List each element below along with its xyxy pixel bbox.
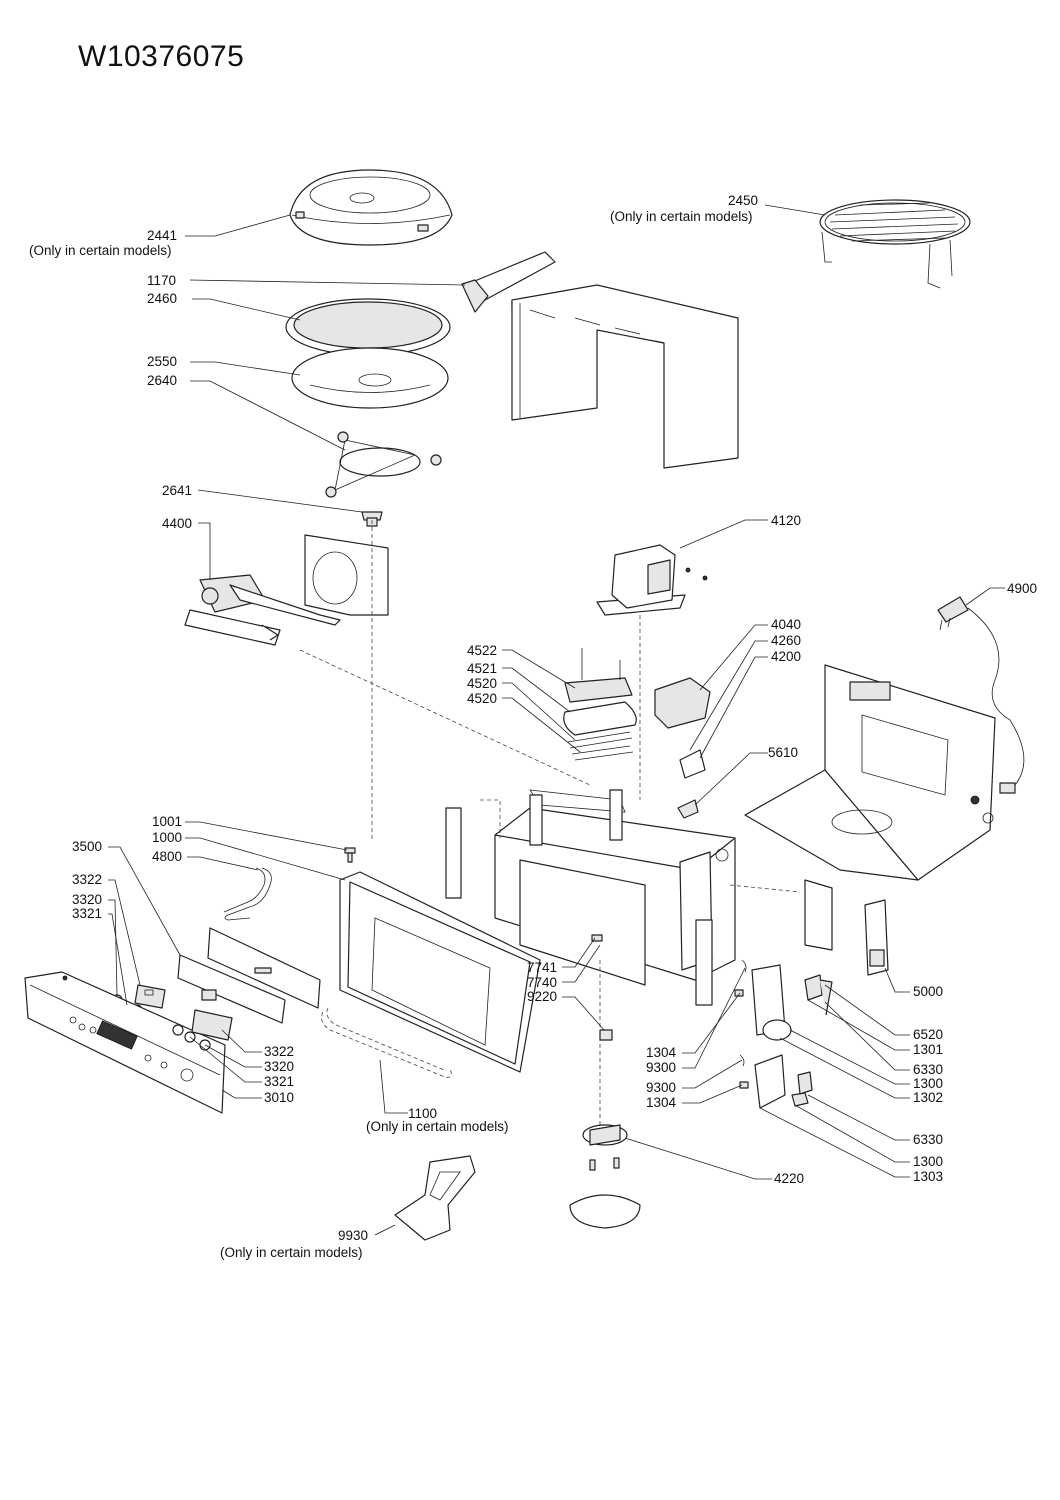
- callout-9300-b: 9300: [646, 1080, 676, 1095]
- part-1303-switch-bracket: [754, 1054, 813, 1109]
- callout-3010: 3010: [264, 1090, 294, 1105]
- part-1001-screw: [344, 847, 356, 863]
- part-2550-turntable: [291, 347, 449, 409]
- callout-9300-a: 9300: [646, 1060, 676, 1075]
- callout-4260: 4260: [771, 633, 801, 648]
- callout-2550: 2550: [147, 354, 177, 369]
- callout-4220: 4220: [774, 1171, 804, 1186]
- callout-labels: 2441 (Only in certain models) 2450 (Only…: [29, 193, 1037, 1260]
- part-5000-control-board: [804, 879, 889, 976]
- callout-4400: 4400: [162, 516, 192, 531]
- callout-2450-note: (Only in certain models): [610, 209, 753, 224]
- part-4220-turntable-motor: [569, 1124, 641, 1229]
- callout-4040: 4040: [771, 617, 801, 632]
- callout-6330-b: 6330: [913, 1132, 943, 1147]
- part-2460-crisp-plate: [285, 298, 451, 356]
- part-2640-roller-ring: [325, 431, 442, 498]
- callout-1100-note: (Only in certain models): [366, 1119, 509, 1134]
- callout-3320-bottom: 3320: [264, 1059, 294, 1074]
- part-5610-thermal-cutoff: [677, 799, 699, 819]
- callout-1100: 1100: [408, 1106, 437, 1121]
- callout-7740: 7740: [527, 975, 557, 990]
- part-back-panel: [744, 664, 996, 881]
- part-4900-power-cord: [937, 596, 1025, 794]
- callout-1301: 1301: [913, 1042, 943, 1057]
- callout-1302: 1302: [913, 1090, 943, 1105]
- callout-3500: 3500: [72, 839, 102, 854]
- part-4800-gasket: [223, 867, 272, 921]
- assembly-guides: [299, 520, 801, 1125]
- part-3322-switch-top: [134, 984, 166, 1009]
- part-3010-front-panel: [24, 971, 226, 1114]
- callout-4521: 4521: [467, 661, 497, 676]
- part-main-cavity: [445, 789, 736, 1006]
- callout-4120: 4120: [771, 513, 801, 528]
- part-4120-transformer: [596, 544, 708, 616]
- part-2450-grill-rack: [819, 199, 971, 289]
- callout-2640: 2640: [147, 373, 177, 388]
- callout-2441: 2441: [147, 228, 177, 243]
- part-4400-fan-motor-assembly: [184, 534, 389, 646]
- callout-3322-top: 3322: [72, 872, 102, 887]
- callout-3321-bottom: 3321: [264, 1074, 294, 1089]
- part-9300-spring: [734, 959, 749, 1089]
- callout-9930-note: (Only in certain models): [220, 1245, 363, 1260]
- callout-5610: 5610: [768, 745, 798, 760]
- callout-2450: 2450: [728, 193, 758, 208]
- callout-4900: 4900: [1007, 581, 1037, 596]
- part-4520-heater-group: [563, 648, 637, 761]
- callout-4520-a: 4520: [467, 676, 497, 691]
- part-7740-lamp: [591, 934, 613, 1041]
- part-2441-dome-cover: [289, 169, 453, 246]
- callout-1300-a: 1300: [913, 1076, 943, 1091]
- callout-1304-a: 1304: [646, 1045, 677, 1060]
- part-4040-capacitor: [654, 677, 711, 779]
- document-title: W10376075: [78, 40, 245, 73]
- part-1170-handle: [461, 251, 556, 313]
- callout-3321-top: 3321: [72, 906, 102, 921]
- callout-1304-b: 1304: [646, 1095, 677, 1110]
- part-1301-switch-bracket: [751, 964, 833, 1041]
- part-1100-door-rail: [321, 1007, 452, 1078]
- leader-lines: [108, 204, 1005, 1236]
- callout-6520: 6520: [913, 1027, 943, 1042]
- callout-1001: 1001: [152, 814, 182, 829]
- callout-1170: 1170: [147, 273, 176, 288]
- callout-2441-note: (Only in certain models): [29, 243, 172, 258]
- part-3500-control-board: [177, 927, 321, 1024]
- callout-4200: 4200: [771, 649, 801, 664]
- callout-9930: 9930: [338, 1228, 368, 1243]
- callout-1000: 1000: [152, 830, 182, 845]
- part-9930-rack-support: [394, 1155, 476, 1241]
- callout-1303: 1303: [913, 1169, 943, 1184]
- callout-4800: 4800: [152, 849, 182, 864]
- callout-2460: 2460: [147, 291, 177, 306]
- callout-9220: 9220: [527, 989, 557, 1004]
- callout-3320-top: 3320: [72, 892, 102, 907]
- callout-4522: 4522: [467, 643, 497, 658]
- callout-5000: 5000: [913, 984, 943, 999]
- callout-3322-bottom: 3322: [264, 1044, 294, 1059]
- callout-6330-a: 6330: [913, 1062, 943, 1077]
- callout-7741: 7741: [527, 960, 557, 975]
- callout-2641: 2641: [162, 483, 192, 498]
- part-outer-case: [511, 284, 739, 469]
- callout-1300-b: 1300: [913, 1154, 943, 1169]
- part-1000-door: [339, 871, 541, 1073]
- callout-4520-b: 4520: [467, 691, 497, 706]
